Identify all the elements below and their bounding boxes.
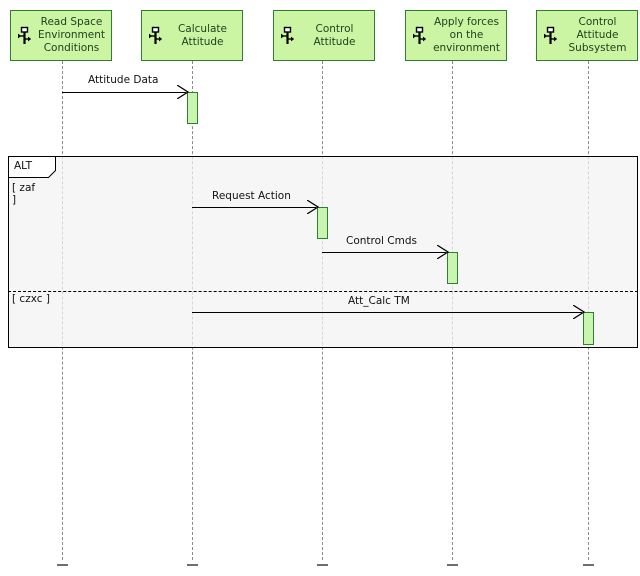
lifeline-header-read-space-environment-conditions[interactable]: Read Space Environment Conditions (10, 10, 112, 61)
alt-fragment-operand-divider (8, 291, 638, 292)
alt-fragment-tab-shape (8, 156, 56, 178)
alt-fragment-tab (8, 156, 56, 178)
activation-control-attitude-subsystem[interactable] (583, 312, 594, 345)
alt-fragment-guard-zaf: [ zaf ] (12, 182, 36, 206)
activation-calculate-attitude[interactable] (187, 92, 198, 124)
message-label-att-calc-tm: Att_Calc TM (348, 295, 410, 307)
lifeline-foot-apply-forces-on-the-environment (447, 564, 458, 566)
lifeline-header-control-attitude[interactable]: Control Attitude (273, 10, 375, 61)
message-line-att-calc-tm[interactable] (192, 312, 582, 313)
message-label-control-cmds: Control Cmds (346, 235, 417, 247)
lifeline-label-apply-forces-on-the-environment: Apply forces on the environment (433, 16, 500, 54)
lifeline-label-calculate-attitude: Calculate Attitude (177, 22, 228, 48)
uml-action-port-icon (14, 25, 34, 47)
alt-fragment-operator-label: ALT (14, 160, 33, 172)
lifeline-foot-calculate-attitude (187, 564, 198, 566)
activation-control-attitude[interactable] (317, 207, 328, 239)
alt-fragment-guard-czxc: [ czxc ] (12, 293, 50, 305)
uml-action-port-icon (145, 25, 165, 47)
lifeline-label-read-space-environment-conditions: Read Space Environment Conditions (37, 16, 106, 54)
lifeline-header-control-attitude-subsystem[interactable]: Control Attitude Subsystem (536, 10, 638, 61)
uml-action-port-icon (409, 25, 429, 47)
lifeline-label-control-attitude: Control Attitude (313, 22, 356, 48)
lifeline-foot-control-attitude-subsystem (583, 564, 594, 566)
message-label-request-action: Request Action (212, 190, 291, 202)
message-line-attitude-data[interactable] (62, 92, 186, 93)
lifeline-header-calculate-attitude[interactable]: Calculate Attitude (141, 10, 243, 61)
message-label-attitude-data: Attitude Data (88, 74, 159, 86)
lifeline-foot-control-attitude (317, 564, 328, 566)
activation-apply-forces-on-the-environment[interactable] (447, 252, 458, 284)
message-line-request-action[interactable] (192, 207, 316, 208)
uml-action-port-icon (277, 25, 297, 47)
message-line-control-cmds[interactable] (322, 252, 446, 253)
uml-action-port-icon (540, 25, 560, 47)
lifeline-label-control-attitude-subsystem: Control Attitude Subsystem (568, 16, 627, 54)
lifeline-foot-read-space-environment-conditions (57, 564, 68, 566)
lifeline-header-apply-forces-on-the-environment[interactable]: Apply forces on the environment (405, 10, 507, 61)
